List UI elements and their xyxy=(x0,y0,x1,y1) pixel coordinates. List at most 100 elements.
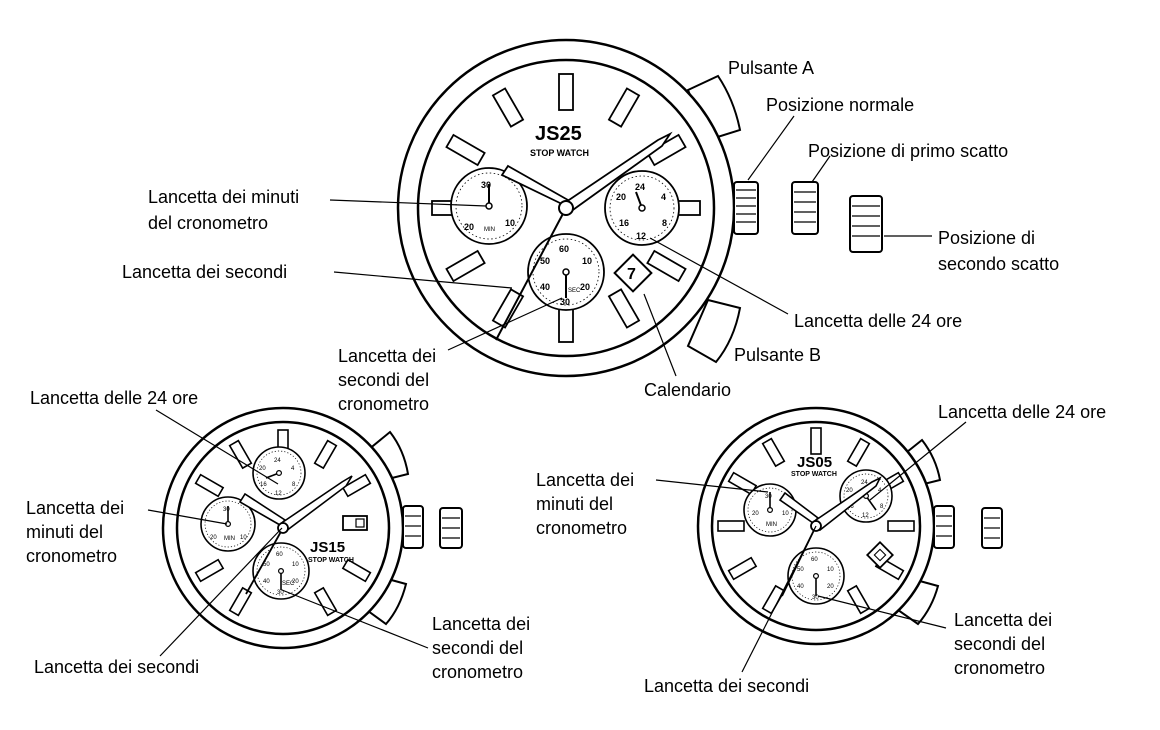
svg-text:30: 30 xyxy=(481,180,491,190)
label-min-crono-2: del cronometro xyxy=(148,213,268,233)
js15-label-sc-3: cronometro xyxy=(432,662,523,682)
svg-text:40: 40 xyxy=(540,282,550,292)
label-pulsante-a: Pulsante A xyxy=(728,58,814,78)
label-sec-crono-3: cronometro xyxy=(338,394,429,414)
svg-text:50: 50 xyxy=(540,256,550,266)
svg-text:30: 30 xyxy=(223,507,230,513)
leader-secondi-cronometro xyxy=(447,297,563,351)
svg-text:7: 7 xyxy=(627,266,636,283)
js05-brand: JS05 xyxy=(797,454,832,471)
leader-secondi xyxy=(333,271,513,289)
svg-text:12: 12 xyxy=(862,513,869,519)
js25-subtitle: STOP WATCH xyxy=(530,148,589,158)
label-posizione-normale: Posizione normale xyxy=(766,95,914,115)
svg-text:SEC: SEC xyxy=(568,288,581,294)
label-secondo-scatto-2: secondo scatto xyxy=(938,254,1059,274)
js15-seconds-hand xyxy=(245,527,284,595)
svg-text:10: 10 xyxy=(782,511,789,517)
svg-text:10: 10 xyxy=(505,218,515,228)
svg-text:20: 20 xyxy=(464,222,474,232)
js25-minutes-subdial: 30 20 10 MIN xyxy=(450,167,528,245)
svg-text:8: 8 xyxy=(880,504,884,510)
svg-text:20: 20 xyxy=(846,488,853,494)
svg-text:60: 60 xyxy=(276,552,283,558)
svg-text:60: 60 xyxy=(811,557,818,563)
js25-crown xyxy=(733,181,759,235)
leader-24-ore xyxy=(649,237,789,315)
label-secondo-scatto-1: Posizione di xyxy=(938,228,1035,248)
js15-pusher-bottom xyxy=(362,576,408,626)
js05-minutes-subdial: 30 20 10 MIN xyxy=(743,483,797,537)
js15-date-window xyxy=(342,515,368,531)
js05-label-sc-1: Lancetta dei xyxy=(954,610,1052,630)
js05-subtitle: STOP WATCH xyxy=(791,471,837,478)
crown-second-position xyxy=(849,195,883,253)
leader-posizione-normale xyxy=(747,115,795,181)
js15-label-24-ore: Lancetta delle 24 ore xyxy=(30,388,198,408)
svg-text:16: 16 xyxy=(260,482,267,488)
js05-24h-subdial: 24 20 4 16 8 12 xyxy=(839,469,893,523)
js15-center-pin xyxy=(277,522,289,534)
js15-label-sc-1: Lancetta dei xyxy=(432,614,530,634)
label-min-crono-1: Lancetta dei minuti xyxy=(148,187,299,207)
svg-text:8: 8 xyxy=(662,218,667,228)
svg-text:16: 16 xyxy=(619,218,629,228)
svg-text:24: 24 xyxy=(861,480,868,486)
svg-text:MIN: MIN xyxy=(484,227,495,233)
label-sec-crono-2: secondi del xyxy=(338,370,429,390)
svg-text:10: 10 xyxy=(240,535,247,541)
svg-text:30: 30 xyxy=(812,595,819,601)
svg-text:12: 12 xyxy=(636,231,646,241)
js05-label-sc-3: cronometro xyxy=(954,658,1045,678)
svg-text:20: 20 xyxy=(752,511,759,517)
js25-seconds-hand xyxy=(495,207,567,341)
svg-text:8: 8 xyxy=(292,482,296,488)
js05-label-sc-2: secondi del xyxy=(954,634,1045,654)
js05-pusher-bottom xyxy=(896,578,940,626)
js15-subtitle: STOP WATCH xyxy=(308,557,354,564)
svg-text:12: 12 xyxy=(275,491,282,497)
label-primo-scatto: Posizione di primo scatto xyxy=(808,141,1008,161)
label-lancetta-secondi: Lancetta dei secondi xyxy=(122,262,287,282)
svg-text:24: 24 xyxy=(635,182,645,192)
js15-crown xyxy=(402,505,463,549)
js05-label-24-ore: Lancetta delle 24 ore xyxy=(938,402,1106,422)
js15-seconds-subdial: 60 50 10 40 20 30 SEC xyxy=(252,542,310,600)
svg-text:20: 20 xyxy=(210,535,217,541)
svg-text:40: 40 xyxy=(797,584,804,590)
svg-text:10: 10 xyxy=(827,567,834,573)
watch-js15: 24 20 4 16 8 12 30 20 10 MIN 60 50 10 40 xyxy=(161,406,463,650)
svg-text:50: 50 xyxy=(263,562,270,568)
js15-label-secondi: Lancetta dei secondi xyxy=(34,657,199,677)
js15-label-sc-2: secondi del xyxy=(432,638,523,658)
js05-seconds-subdial: 60 50 10 40 20 30 xyxy=(787,547,845,605)
watch-js25: JS25 STOP WATCH 30 20 10 MIN 24 20 4 16 … xyxy=(396,38,759,378)
js05-crown xyxy=(933,505,1003,549)
svg-text:60: 60 xyxy=(559,244,569,254)
js25-date-window: 7 xyxy=(613,253,653,293)
svg-text:20: 20 xyxy=(827,584,834,590)
js05-label-secondi: Lancetta dei secondi xyxy=(644,676,809,696)
svg-text:50: 50 xyxy=(797,567,804,573)
svg-text:4: 4 xyxy=(661,192,666,202)
js15-hour-markers xyxy=(194,429,372,617)
svg-text:20: 20 xyxy=(259,466,266,472)
leader-calendario xyxy=(643,293,677,377)
svg-text:4: 4 xyxy=(878,488,882,494)
js15-leader-24-ore xyxy=(155,409,279,485)
js15-label-min-2: minuti del xyxy=(26,522,103,542)
js15-minutes-subdial: 30 20 10 MIN xyxy=(200,496,256,552)
js05-label-min-1: Lancetta dei xyxy=(536,470,634,490)
svg-text:10: 10 xyxy=(582,256,592,266)
svg-text:MIN: MIN xyxy=(766,522,777,528)
label-calendario: Calendario xyxy=(644,380,731,400)
svg-text:20: 20 xyxy=(292,579,299,585)
js25-24h-subdial: 24 20 4 16 8 12 xyxy=(604,170,680,246)
label-lancetta-24-ore: Lancetta delle 24 ore xyxy=(794,311,962,331)
js05-leader-sec-crono xyxy=(817,595,947,629)
svg-text:20: 20 xyxy=(616,192,626,202)
js25-seconds-subdial: 60 50 10 40 20 30 SEC xyxy=(527,233,605,311)
svg-text:30: 30 xyxy=(277,590,284,596)
